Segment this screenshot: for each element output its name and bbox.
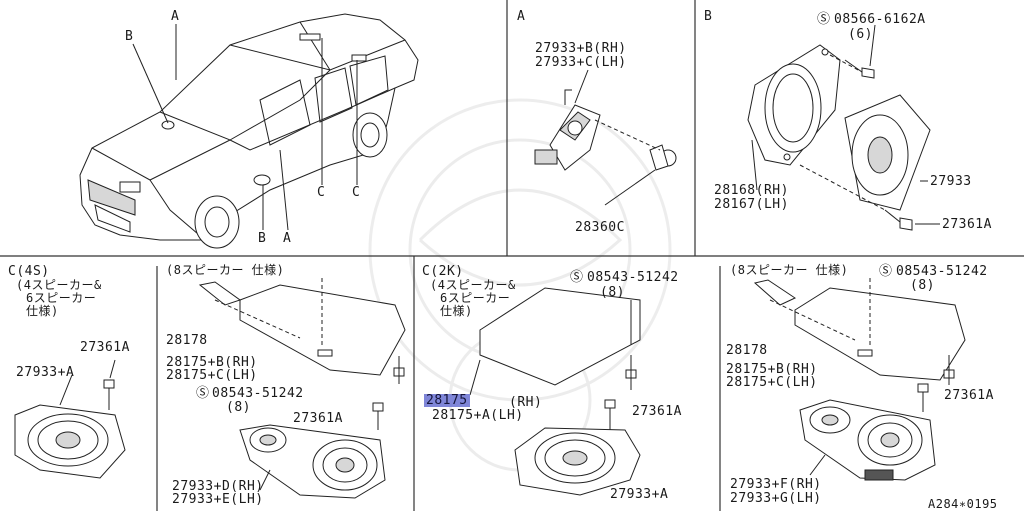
qty-6: (6) — [848, 27, 873, 42]
circled-s-icon: Ⓢ — [196, 386, 210, 401]
c2k-8sp-qty-8: (8) — [910, 278, 935, 293]
c4s-note-line3: 仕様) — [26, 304, 59, 318]
c2k-8sp-part-27361a: 27361A — [944, 388, 994, 403]
c2k-part-27361a: 27361A — [632, 404, 682, 419]
part-27933: 27933 — [930, 174, 972, 189]
c2k-note-line3: 仕様) — [440, 304, 473, 318]
callout-b-top: B — [125, 29, 134, 44]
c4s-part-27933e: 27933+E(LH) — [172, 492, 264, 507]
c4s-8sp-title: (8スピーカー 仕様) — [166, 263, 285, 277]
car-callout-lines — [132, 24, 358, 231]
c2k-part-28175a: 28175+A(LH) — [432, 408, 524, 423]
part-28168: 28168(RH) — [714, 183, 789, 198]
panel-c2k-title: C(2K) — [422, 264, 464, 279]
callout-b-bottom: B — [258, 231, 267, 246]
c4s-part-08543: 08543-51242 — [212, 386, 304, 401]
c4s-8sp-assembly — [198, 278, 406, 499]
c2k-speaker-assembly — [469, 287, 641, 496]
part-27361a: 27361A — [942, 217, 992, 232]
c2k-8sp-assembly — [753, 278, 966, 481]
c2k-part-08543: 08543-51242 — [587, 270, 679, 285]
part-28360c: 28360C — [575, 220, 625, 235]
circled-s-icon: Ⓢ — [879, 264, 893, 279]
c4s-note-line1: (4スピーカー& — [16, 278, 102, 292]
c2k-part-28178: 28178 — [726, 343, 768, 358]
c2k-part-28175-rh-suffix: (RH) — [509, 395, 543, 410]
door-speaker-assembly — [747, 24, 940, 231]
tweeter-assembly — [534, 69, 677, 206]
panel-b-title: B — [704, 9, 713, 24]
part-08566: 08566-6162A — [834, 12, 926, 27]
callout-a-bottom: A — [283, 231, 292, 246]
callout-a-top: A — [171, 9, 180, 24]
c4s-8sp-part-27361a: 27361A — [293, 411, 343, 426]
part-27933b: 27933+B(RH) — [535, 41, 627, 56]
c2k-note-line2: 6スピーカー — [440, 291, 511, 305]
c2k-note-line1: (4スピーカー& — [430, 278, 516, 292]
c4s-note-line2: 6スピーカー — [26, 291, 97, 305]
panel-c4s-title: C(4S) — [8, 264, 50, 279]
callout-c-left: C — [317, 185, 326, 200]
c4s-speaker-assembly — [14, 359, 126, 479]
c2k-part-28175b: 28175+B(RH) — [726, 362, 818, 377]
c4s-part-28175c: 28175+C(LH) — [166, 368, 258, 383]
part-27933c: 27933+C(LH) — [535, 55, 627, 70]
c2k-part-28175-highlighted[interactable]: 28175 — [424, 393, 470, 408]
c4s-part-28178: 28178 — [166, 333, 208, 348]
c2k-8sp-part-08543: 08543-51242 — [896, 264, 988, 279]
callout-c-right: C — [352, 185, 361, 200]
c2k-qty-8: (8) — [600, 285, 625, 300]
part-28167: 28167(LH) — [714, 197, 789, 212]
panel-a-title: A — [517, 9, 526, 24]
c2k-part-28175c: 28175+C(LH) — [726, 375, 818, 390]
c4s-part-27361a: 27361A — [80, 340, 130, 355]
diagram-id: A284∗0195 — [928, 497, 998, 511]
c4s-qty-8: (8) — [226, 400, 251, 415]
c2k-part-27933f: 27933+F(RH) — [730, 477, 822, 492]
c4s-part-27933a: 27933+A — [16, 365, 75, 380]
circled-s-icon: Ⓢ — [570, 270, 584, 285]
c4s-part-27933d: 27933+D(RH) — [172, 479, 264, 494]
c2k-part-27933g: 27933+G(LH) — [730, 491, 822, 506]
c4s-part-28175b: 28175+B(RH) — [166, 355, 258, 370]
c2k-8sp-title: (8スピーカー 仕様) — [730, 263, 849, 277]
car-illustration — [79, 13, 419, 249]
c2k-part-27933a: 27933+A — [610, 487, 669, 502]
circled-s-icon: Ⓢ — [817, 12, 831, 27]
